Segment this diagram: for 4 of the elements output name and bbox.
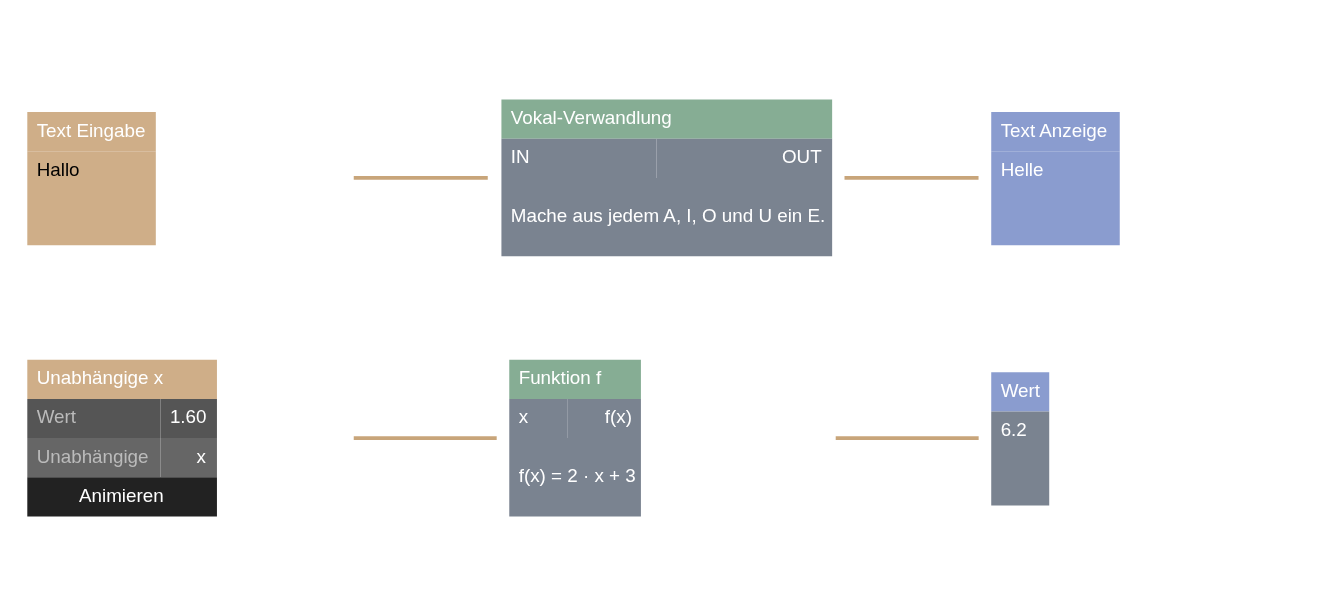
connector [353, 435, 497, 440]
connector [835, 435, 979, 440]
connector [353, 175, 488, 180]
connector [844, 175, 979, 180]
